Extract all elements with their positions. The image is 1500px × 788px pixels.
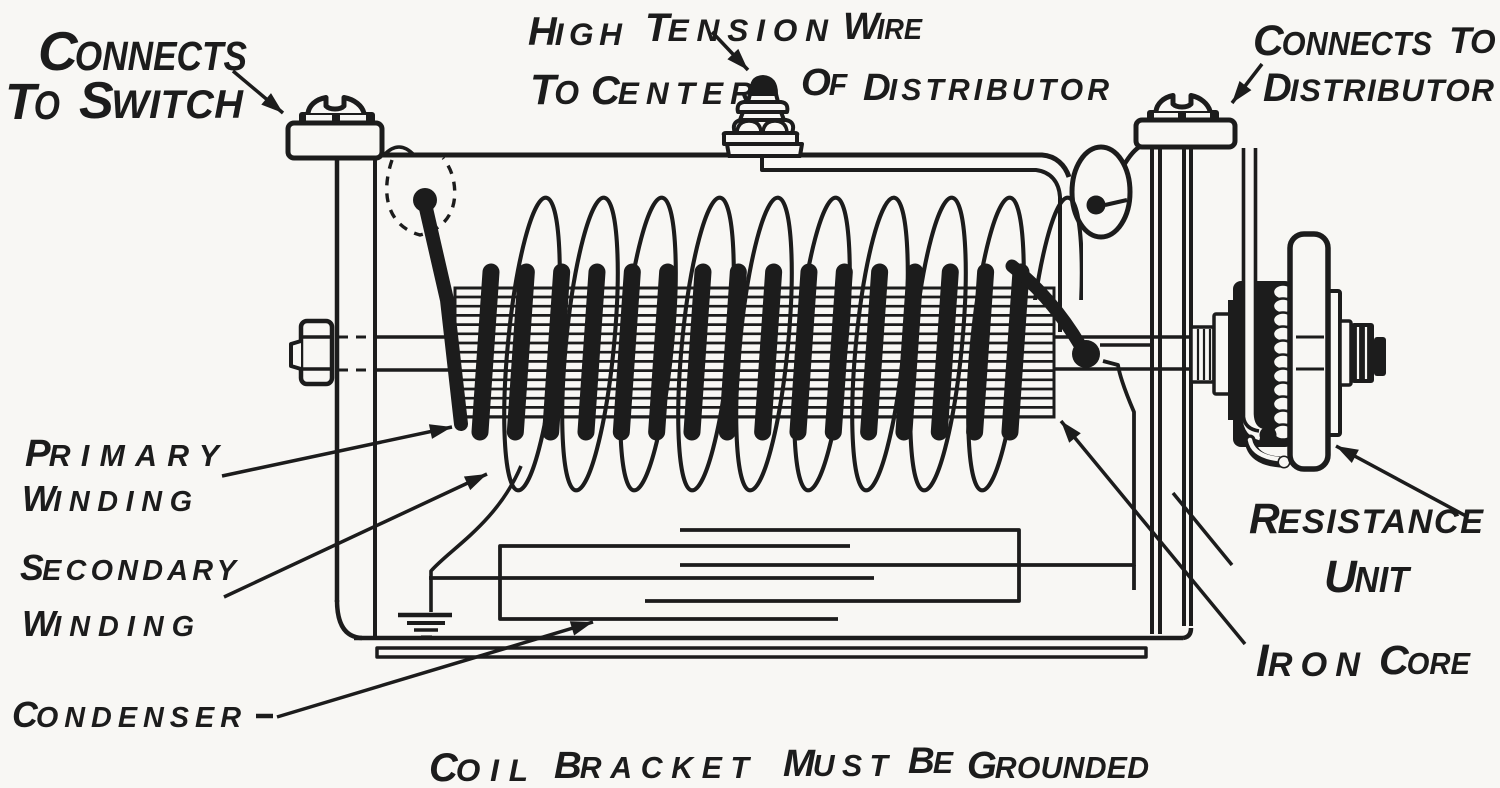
svg-text:ESISTANCE: ESISTANCE [1278, 503, 1485, 541]
svg-text:P: P [25, 432, 51, 475]
svg-text:F: F [829, 69, 849, 102]
svg-text:C: C [38, 20, 79, 82]
svg-text:G: G [967, 744, 997, 787]
svg-text:B: B [554, 744, 582, 787]
svg-text:ISTRIBUTOR: ISTRIBUTOR [1290, 72, 1494, 108]
svg-text:ORE: ORE [1407, 648, 1471, 681]
svg-text:ROUNDED: ROUNDED [995, 752, 1149, 785]
svg-text:O: O [554, 74, 579, 111]
svg-text:T: T [5, 73, 40, 130]
svg-text:O: O [1470, 23, 1496, 60]
svg-text:C: C [1379, 637, 1410, 683]
svg-text:UST: UST [813, 750, 891, 783]
svg-text:WITCH: WITCH [111, 83, 244, 127]
svg-text:S: S [20, 548, 44, 588]
svg-text:E: E [933, 747, 954, 780]
svg-text:C: C [429, 746, 459, 788]
svg-text:ONNECTS: ONNECTS [75, 33, 248, 79]
svg-text:NIT: NIT [1354, 560, 1412, 600]
svg-text:T: T [530, 67, 559, 114]
svg-text:O: O [34, 84, 60, 128]
svg-text:U: U [1324, 551, 1358, 602]
svg-text:H: H [528, 10, 558, 54]
svg-text:B: B [908, 740, 935, 781]
svg-text:W: W [22, 604, 59, 644]
svg-text:R: R [1249, 496, 1280, 543]
svg-text:C: C [1253, 18, 1285, 65]
svg-text:ONNECTS: ONNECTS [1282, 25, 1432, 62]
svg-text:S: S [79, 72, 114, 130]
svg-text:OIL: OIL [456, 752, 528, 788]
svg-text:M: M [783, 742, 816, 785]
svg-text:IRE: IRE [877, 14, 923, 46]
svg-text:O: O [801, 61, 831, 104]
svg-text:I: I [1256, 635, 1270, 686]
svg-text:W: W [22, 479, 59, 519]
svg-text:ISTRIBUTOR: ISTRIBUTOR [889, 74, 1109, 107]
svg-text:W: W [843, 5, 882, 48]
svg-text:RON: RON [1268, 646, 1362, 684]
svg-text:T: T [645, 6, 673, 50]
svg-text:C: C [12, 695, 39, 735]
svg-text:D: D [1263, 66, 1292, 110]
svg-text:D: D [863, 66, 891, 109]
svg-text:C: C [591, 69, 621, 113]
svg-text:T: T [1449, 20, 1475, 61]
svg-text:ENTER: ENTER [618, 75, 753, 111]
